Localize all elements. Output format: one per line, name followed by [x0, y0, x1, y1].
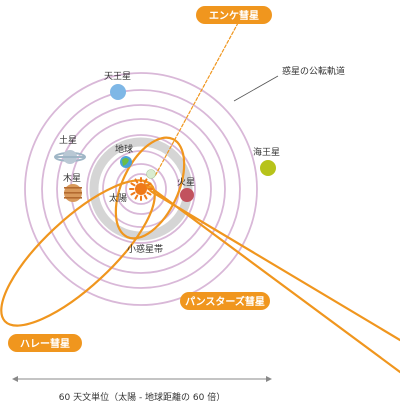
planet-orbits [24, 72, 258, 306]
saturn-label: 土星 [59, 134, 77, 146]
orbit-2 [41, 89, 241, 289]
orbit-note-pointer [233, 75, 279, 102]
jupiter-band [64, 197, 82, 199]
jupiter-band [64, 192, 82, 194]
orbit-7 [115, 163, 167, 215]
uranus [110, 84, 126, 100]
halley-label: ハレー彗星 [20, 337, 70, 350]
earth-land [122, 158, 129, 166]
jupiter-label: 木星 [63, 172, 81, 184]
jupiter [64, 184, 82, 202]
sun-ray [130, 191, 136, 196]
sun-ray [146, 182, 152, 187]
halley-orbit [0, 179, 156, 327]
encke-label: エンケ彗星 [209, 9, 259, 22]
small-planet [146, 169, 156, 179]
sun-ray [130, 182, 136, 187]
orbit-note-label: 惑星の公転軌道 [282, 65, 345, 77]
sun-core [135, 183, 147, 195]
sun-ray [134, 194, 139, 200]
sun-ray [146, 191, 152, 196]
sun [129, 177, 153, 201]
neptune-label: 海王星 [253, 146, 280, 158]
panstarrs-label: パンスターズ彗星 [185, 295, 265, 308]
asteroid-belt-label: 小惑星帯 [127, 243, 163, 255]
orbit-8 [125, 173, 157, 205]
sun-rays [129, 177, 153, 201]
sun-ray [143, 194, 148, 200]
panstarrs-pill: パンスターズ彗星 [180, 292, 270, 310]
mars [180, 188, 194, 202]
scale-bar: 60 天文単位（太陽 - 地球距離の 60 倍） [12, 376, 272, 403]
saturn-ring-front [55, 156, 85, 158]
sun-ray [134, 178, 139, 184]
orbit-3 [56, 104, 226, 274]
orbit-5 [86, 134, 196, 244]
encke-pill: エンケ彗星 [196, 6, 272, 24]
sun-ray [143, 178, 148, 184]
neptune [260, 160, 276, 176]
halley-pill: ハレー彗星 [8, 334, 82, 352]
uranus-label: 天王星 [104, 71, 131, 82]
scale-label: 60 天文単位（太陽 - 地球距離の 60 倍） [59, 391, 225, 403]
encke-pointer-line [154, 22, 239, 177]
earth-label: 地球 [115, 143, 133, 155]
encke-orbit [114, 136, 186, 240]
mars-label: 火星 [177, 177, 195, 188]
jupiter-band [64, 187, 82, 189]
sun-label: 太陽 [109, 192, 127, 204]
saturn [54, 150, 86, 164]
earth [120, 156, 132, 168]
orbit-1 [24, 72, 258, 306]
